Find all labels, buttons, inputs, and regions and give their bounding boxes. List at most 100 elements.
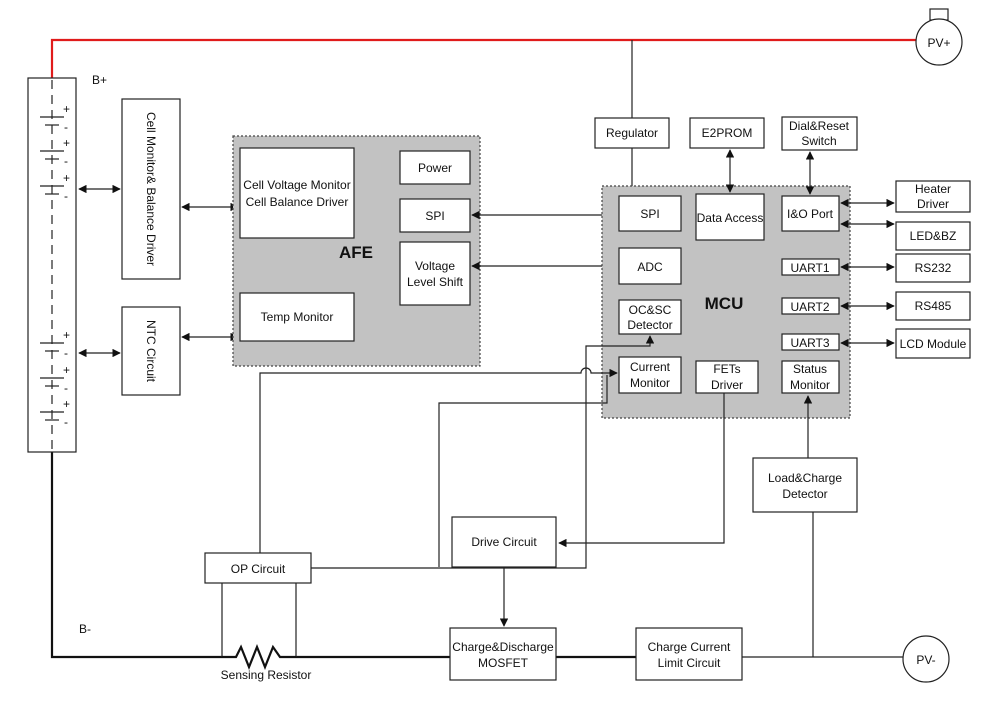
op-label: OP Circuit (231, 562, 286, 576)
lcd-label: LCD Module (900, 337, 967, 351)
load-charge-detector-block: Load&Charge Detector (752, 457, 858, 513)
regulator-label: Regulator (606, 126, 658, 140)
mcu-io-port-label: I&O Port (787, 207, 834, 221)
cell-monitor-label: Cell Monitor& Balance Driver (144, 112, 158, 266)
battery-cell-6: + - (40, 397, 70, 429)
heater-driver-block: Heater Driver (895, 180, 971, 213)
regulator-block: Regulator (594, 117, 670, 149)
afe-cell-label-1: Cell Voltage Monitor (243, 178, 350, 192)
sensing-resistor-label: Sensing Resistor (221, 668, 312, 682)
ccl-label-1: Charge Current (648, 640, 731, 654)
mcu-current-monitor-box (618, 356, 682, 394)
mcu-uart3-box (781, 333, 840, 351)
cell-minus-mark: - (64, 415, 68, 429)
cell-plus-mark: + (63, 171, 70, 185)
mcu-ocsc-box (618, 299, 682, 335)
cell-minus-mark: - (64, 346, 68, 360)
mcu-data-access-box (695, 193, 765, 241)
mcu-adc-box (618, 247, 682, 285)
afe-spi-label: SPI (425, 209, 444, 223)
lcd-module-block: LCD Module (895, 328, 971, 359)
mcu-cm-label-2: Monitor (630, 376, 670, 390)
charge-current-limit-block: Charge Current Limit Circuit (635, 627, 743, 681)
afe-title: AFE (339, 243, 373, 262)
battery-pack: + - + - + - + - + - + - (27, 77, 77, 453)
cell-minus-mark: - (64, 154, 68, 168)
mcu-data-access-label: Data Access (697, 211, 764, 225)
afe-cell-label-2: Cell Balance Driver (246, 195, 349, 209)
mcu-block: MCU SPI ADC OC&SC Detector Current Monit… (601, 185, 851, 419)
battery-cell-4: + - (40, 328, 70, 360)
battery-cell-3: + - (40, 171, 70, 203)
afe-cell-voltage-box (239, 147, 355, 239)
mcu-uart1-box (781, 258, 840, 276)
load-label-2: Detector (782, 487, 827, 501)
mosfet-block: Charge&Discharge MOSFET (449, 627, 557, 681)
e2prom-block: E2PROM (689, 117, 765, 149)
cell-minus-mark: - (64, 189, 68, 203)
drive-circuit-block: Drive Circuit (451, 516, 557, 568)
ntc-circuit-block: NTC Circuit (121, 306, 181, 396)
b-plus-label: B+ (92, 73, 107, 87)
cell-minus-mark: - (64, 120, 68, 134)
drive-label: Drive Circuit (471, 535, 537, 549)
wire-op-to-ocsc (311, 335, 655, 569)
pv-plus-label: PV+ (927, 36, 950, 50)
b-minus-label: B- (79, 622, 91, 636)
battery-cell-5: + - (40, 363, 70, 395)
afe-power-box (399, 150, 471, 185)
arrow-fets-drive (558, 393, 725, 548)
rs485-label: RS485 (915, 299, 952, 313)
mcu-uart2-label: UART2 (790, 300, 829, 314)
mcu-status-label-2: Monitor (790, 378, 830, 392)
pv-plus-terminal: PV+ (915, 8, 963, 66)
ledbz-label: LED&BZ (910, 229, 957, 243)
load-label-1: Load&Charge (768, 471, 842, 485)
mcu-io-port-box (781, 195, 840, 232)
afe-block: AFE Cell Voltage Monitor Cell Balance Dr… (232, 135, 481, 367)
cell-monitor-block: Cell Monitor& Balance Driver (121, 98, 181, 280)
cell-plus-mark: + (63, 136, 70, 150)
afe-temp-box (239, 292, 355, 342)
battery-cell-1: + - (40, 102, 70, 134)
cell-plus-mark: + (63, 363, 70, 377)
rs232-block: RS232 (895, 253, 971, 283)
afe-vls-label-2: Level Shift (407, 275, 464, 289)
led-bz-block: LED&BZ (895, 221, 971, 251)
heater-label-1: Heater (915, 182, 951, 196)
mcu-ocsc-label-1: OC&SC (629, 303, 672, 317)
afe-vls-label-1: Voltage (415, 259, 455, 273)
mcu-ocsc-label-2: Detector (627, 318, 672, 332)
dial-reset-block: Dial&Reset Switch (781, 116, 858, 151)
mcu-uart3-label: UART3 (790, 336, 829, 350)
rs232-label: RS232 (915, 261, 952, 275)
afe-power-label: Power (418, 161, 452, 175)
mcu-adc-label: ADC (637, 260, 663, 274)
e2prom-label: E2PROM (702, 126, 753, 140)
afe-spi-box (399, 198, 471, 233)
rs485-block: RS485 (895, 291, 971, 321)
wire-drive-to-current-monitor (438, 375, 608, 567)
mcu-fets-label-2: Driver (711, 378, 743, 392)
mcu-status-label-1: Status (793, 362, 827, 376)
cell-plus-mark: + (63, 102, 70, 116)
mcu-uart2-box (781, 297, 840, 315)
mosfet-label-2: MOSFET (478, 656, 529, 670)
mcu-cm-label-1: Current (630, 360, 671, 374)
mcu-title: MCU (705, 294, 744, 313)
pv-plus-wire (50, 38, 918, 110)
mosfet-label-1: Charge&Discharge (452, 640, 554, 654)
mcu-fets-label-1: FETs (713, 362, 740, 376)
mcu-spi-box (618, 195, 682, 232)
cell-plus-mark: + (63, 328, 70, 342)
sensing-resistor-icon (222, 644, 296, 670)
ntc-label: NTC Circuit (144, 320, 158, 383)
wire-op-to-current-monitor (259, 367, 618, 553)
mcu-fets-driver-box (695, 360, 759, 394)
ccl-label-2: Limit Circuit (658, 656, 721, 670)
mcu-status-monitor-box (781, 360, 840, 394)
heater-label-2: Driver (917, 197, 949, 211)
pv-minus-label: PV- (916, 653, 935, 667)
afe-level-shift-box (399, 241, 471, 306)
